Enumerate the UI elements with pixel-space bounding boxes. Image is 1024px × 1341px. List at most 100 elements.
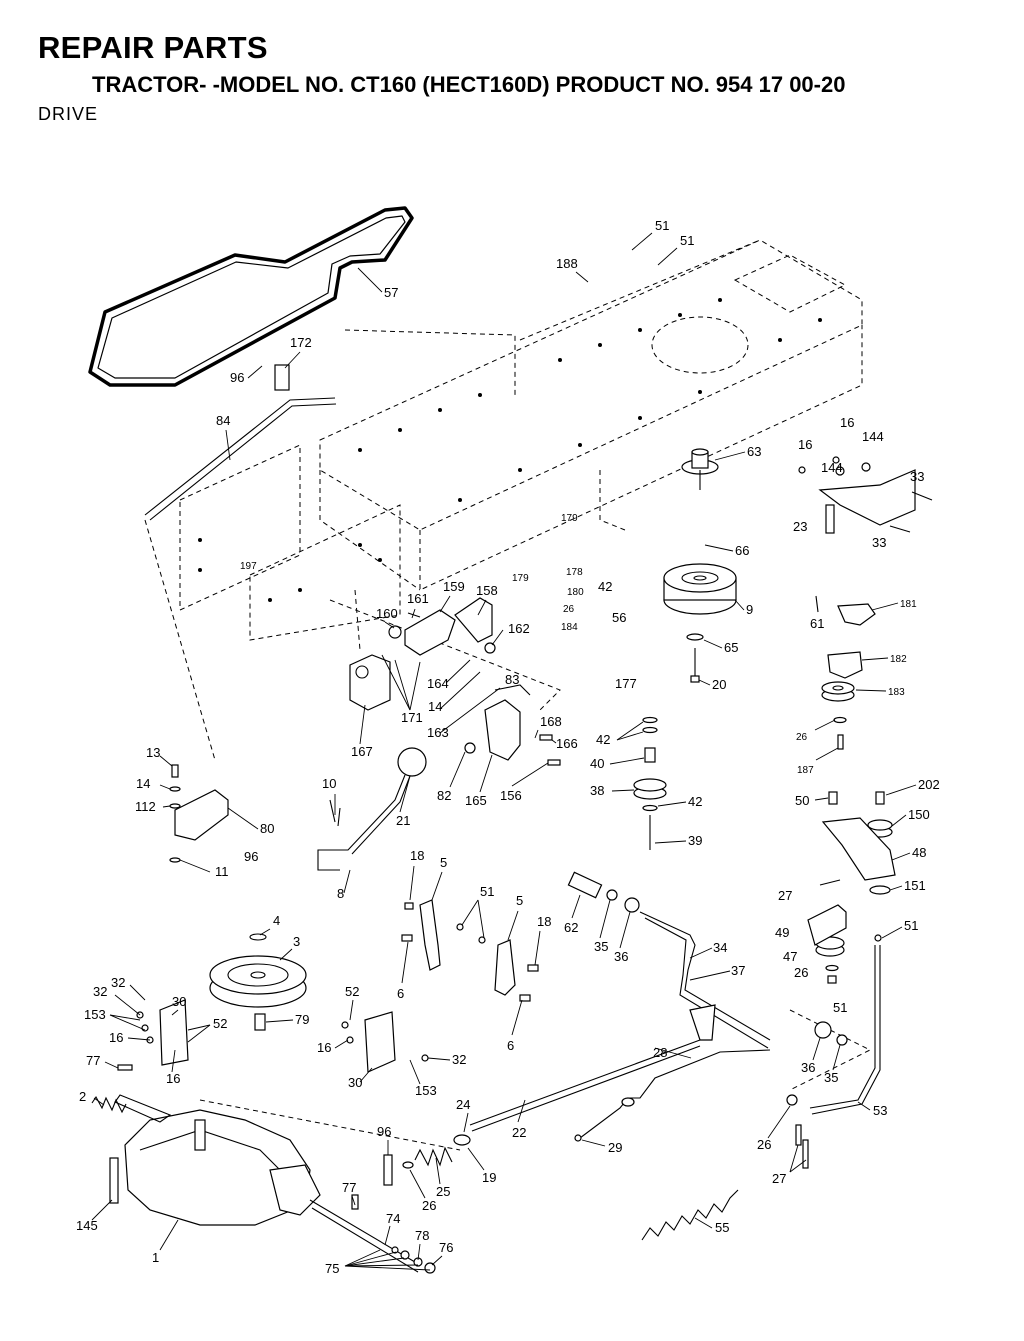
callout-28: 28 <box>653 1045 667 1060</box>
callout-96: 96 <box>230 370 244 385</box>
callout-35: 35 <box>824 1070 838 1085</box>
callout-163: 163 <box>427 725 449 740</box>
callout-145: 145 <box>76 1218 98 1233</box>
callout-20: 20 <box>712 677 726 692</box>
callout-187: 187 <box>797 765 814 776</box>
brackets-30 <box>136 999 429 1073</box>
callout-167: 167 <box>351 744 373 759</box>
callout-18: 18 <box>537 914 551 929</box>
frame-holes <box>198 298 822 602</box>
callout-162: 162 <box>508 621 530 636</box>
callout-16: 16 <box>840 415 854 430</box>
callout-51: 51 <box>680 233 694 248</box>
callout-156: 156 <box>500 788 522 803</box>
callout-3: 3 <box>293 934 300 949</box>
callout-63: 63 <box>747 444 761 459</box>
leader-lines <box>91 232 917 1271</box>
callout-51: 51 <box>655 218 669 233</box>
callout-75: 75 <box>325 1261 339 1276</box>
callout-4: 4 <box>273 913 280 928</box>
callout-13: 13 <box>146 745 160 760</box>
bracket-167 <box>349 654 391 711</box>
callout-62: 62 <box>564 920 578 935</box>
callout-56: 56 <box>612 610 626 625</box>
callout-57: 57 <box>384 285 398 300</box>
callout-47: 47 <box>783 949 797 964</box>
callout-172: 172 <box>290 335 312 350</box>
callout-5: 5 <box>516 893 523 908</box>
idler-pulley-183 <box>821 681 855 702</box>
callout-51: 51 <box>480 884 494 899</box>
callout-30: 30 <box>172 994 186 1009</box>
callout-42: 42 <box>598 579 612 594</box>
callout-42: 42 <box>688 794 702 809</box>
callout-33: 33 <box>872 535 886 550</box>
callout-38: 38 <box>590 783 604 798</box>
drive-belt <box>88 206 414 387</box>
model-subtitle: TRACTOR- -MODEL NO. CT160 (HECT160D) PRO… <box>92 72 846 97</box>
callout-16: 16 <box>109 1030 123 1045</box>
callout-51: 51 <box>904 918 918 933</box>
callout-182: 182 <box>890 654 907 665</box>
brackets-181-182 <box>815 595 876 750</box>
callout-184: 184 <box>561 622 578 633</box>
callout-166: 166 <box>556 736 578 751</box>
idler-pulley-38 <box>633 716 667 850</box>
section-label: DRIVE <box>38 104 99 124</box>
callout-153: 153 <box>84 1007 106 1022</box>
callout-36: 36 <box>614 949 628 964</box>
callout-27: 27 <box>772 1171 786 1186</box>
callout-150: 150 <box>908 807 930 822</box>
bracket-165 <box>464 684 561 766</box>
callout-181: 181 <box>900 599 917 610</box>
spring-25 <box>383 1134 471 1186</box>
callout-14: 14 <box>428 699 442 714</box>
tractor-frame <box>144 239 872 1151</box>
callout-50: 50 <box>795 793 809 808</box>
callout-26: 26 <box>422 1198 436 1213</box>
drive-lever-8-21 <box>317 747 427 871</box>
callout-164: 164 <box>427 676 449 691</box>
callout-84: 84 <box>216 413 230 428</box>
rod-28 <box>574 1049 771 1142</box>
callout-1: 1 <box>152 1250 159 1265</box>
callout-26: 26 <box>757 1137 771 1152</box>
bracket-80 <box>169 764 229 863</box>
callout-32: 32 <box>452 1052 466 1067</box>
rod-84 <box>144 364 337 521</box>
callout-178: 178 <box>566 567 583 578</box>
callout-160: 160 <box>376 606 398 621</box>
callout-37: 37 <box>731 963 745 978</box>
callout-65: 65 <box>724 640 738 655</box>
callout-19: 19 <box>482 1170 496 1185</box>
spring-55 <box>641 1189 739 1241</box>
callout-51: 51 <box>833 1000 847 1015</box>
spring-2 <box>91 1095 127 1114</box>
callout-179: 179 <box>512 573 529 584</box>
pulley-47 <box>815 936 845 984</box>
callout-36: 36 <box>801 1060 815 1075</box>
callout-112: 112 <box>135 799 156 814</box>
rod-22 <box>469 1039 701 1132</box>
callout-96: 96 <box>244 849 258 864</box>
callout-76: 76 <box>439 1240 453 1255</box>
callout-30: 30 <box>348 1075 362 1090</box>
callout-labels: 51 51 188 57 172 96 84 197 63 16 144 16 … <box>76 218 940 1276</box>
callout-151: 151 <box>904 878 926 893</box>
callout-53: 53 <box>873 1103 887 1118</box>
callout-39: 39 <box>688 833 702 848</box>
callout-158: 158 <box>476 583 498 598</box>
callout-40: 40 <box>590 756 604 771</box>
callout-33: 33 <box>910 469 924 484</box>
callout-25: 25 <box>436 1184 450 1199</box>
callout-27: 27 <box>778 888 792 903</box>
callout-82: 82 <box>437 788 451 803</box>
callout-144: 144 <box>821 460 843 475</box>
callout-202: 202 <box>918 777 940 792</box>
callout-52: 52 <box>345 984 359 999</box>
callout-16: 16 <box>317 1040 331 1055</box>
callout-77: 77 <box>86 1053 100 1068</box>
mounting-washer-65 <box>686 633 704 683</box>
callout-144: 144 <box>862 429 884 444</box>
